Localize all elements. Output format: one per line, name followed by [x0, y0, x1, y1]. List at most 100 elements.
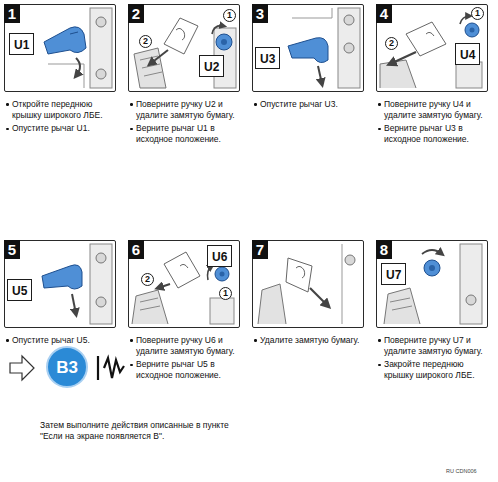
- step-number-box: 3: [252, 4, 268, 23]
- instruction-text: Верните рычаг U5 в исходное положение.: [136, 359, 221, 380]
- callout-text: 2: [389, 39, 394, 48]
- callout-number: 1: [219, 287, 232, 300]
- bullet-dot: [6, 128, 9, 131]
- bullet-dot: [130, 103, 133, 106]
- step-number: 5: [8, 242, 16, 257]
- instruction-text: Опустите рычаг U1.: [12, 123, 90, 133]
- step-number: 3: [256, 6, 264, 21]
- bullet-dot: [378, 103, 381, 106]
- bullet-dot: [6, 103, 9, 106]
- bullet-dot: [130, 364, 133, 367]
- lever-label: U6: [207, 245, 232, 267]
- badge-text: B3: [56, 359, 78, 376]
- instruction-text: Откройте переднюю крышку широкого ЛБЕ.: [12, 99, 103, 120]
- reference-badge: B3: [46, 346, 88, 388]
- bullet-dot: [378, 128, 381, 131]
- instruction-item: Опустите рычаг U1.: [5, 123, 119, 134]
- instruction-text: Поверните ручку U6 и удалите замятую бум…: [136, 335, 235, 356]
- bullet-dot: [254, 103, 257, 106]
- jam-icon: [98, 356, 124, 380]
- bullet-dot: [130, 128, 133, 131]
- step-caption: Поверните ручку U7 и удалите замятую бум…: [377, 335, 491, 384]
- step-panel: 4Поверните ручку U4 и удалите замятую бу…: [376, 4, 488, 92]
- lever-name: U4: [460, 48, 475, 62]
- lever-name: U7: [386, 268, 401, 282]
- follow-up-note: Затем выполните действия описанные в пун…: [40, 420, 240, 442]
- step-caption: Поверните ручку U2 и удалите замятую бум…: [129, 99, 243, 148]
- instruction-item: Опустите рычаг U3.: [253, 99, 367, 110]
- instruction-item: Откройте переднюю крышку широкого ЛБЕ.: [5, 99, 119, 120]
- step-panel: 2Поверните ручку U2 и удалите замятую бу…: [128, 4, 240, 92]
- bullet-dot: [254, 339, 257, 342]
- step-number: 1: [8, 6, 16, 21]
- callout-number: 1: [223, 9, 236, 22]
- lever-label: U7: [381, 263, 406, 285]
- instruction-item: Опустите рычаг U5.: [5, 335, 119, 346]
- instruction-text: Поверните ручку U2 и удалите замятую бум…: [136, 99, 235, 120]
- step-panel: 1Откройте переднюю крышку широкого ЛБЕ.О…: [4, 4, 116, 92]
- lever-label: U4: [455, 43, 480, 65]
- instruction-text: Поверните ручку U4 и удалите замятую бум…: [384, 99, 483, 120]
- instruction-text: Опустите рычаг U5.: [12, 335, 90, 345]
- instruction-text: Опустите рычаг U3.: [260, 99, 338, 109]
- lever-label: U1: [9, 33, 34, 55]
- step-number: 2: [132, 6, 140, 21]
- step-number-box: 6: [128, 240, 144, 259]
- step-panel: 8Поверните ручку U7 и удалите замятую бу…: [376, 240, 488, 328]
- instruction-text: Закройте переднюю крышку широкого ЛБЕ.: [384, 359, 475, 380]
- step-number-box: 7: [252, 240, 268, 259]
- instruction-item: Поверните ручку U2 и удалите замятую бум…: [129, 99, 243, 120]
- step-illustration: [44, 8, 112, 88]
- step-number-box: 4: [376, 4, 392, 23]
- step-caption: Удалите замятую бумагу.: [253, 335, 367, 349]
- callout-text: 1: [227, 11, 232, 20]
- instruction-text: Верните рычаг U1 в исходное положение.: [136, 123, 221, 144]
- callout-text: 2: [143, 37, 148, 46]
- instruction-text: Верните рычаг U3 в исходное положение.: [384, 123, 469, 144]
- instruction-item: Верните рычаг U1 в исходное положение.: [129, 123, 243, 144]
- step-panel: 3Опустите рычаг U3.U3: [252, 4, 364, 92]
- step-caption: Опустите рычаг U3.: [253, 99, 367, 113]
- callout-text: 1: [223, 289, 228, 298]
- step-number-box: 2: [128, 4, 144, 23]
- step-number: 4: [380, 6, 388, 21]
- lever-label: U5: [7, 279, 32, 301]
- callout-number: 1: [471, 7, 484, 20]
- step-panel: 7Удалите замятую бумагу.: [252, 240, 364, 328]
- bullet-dot: [130, 339, 133, 342]
- instruction-item: Удалите замятую бумагу.: [253, 335, 367, 346]
- step-number-box: 8: [376, 240, 392, 259]
- bullet-dot: [6, 339, 9, 342]
- lever-label: U2: [199, 55, 224, 77]
- callout-number: 2: [141, 273, 154, 286]
- instruction-item: Верните рычаг U3 в исходное положение.: [377, 123, 491, 144]
- step-number: 6: [132, 242, 140, 257]
- figure-code: RU CDN006: [446, 468, 494, 475]
- step-caption: Поверните ручку U6 и удалите замятую бум…: [129, 335, 243, 384]
- bullet-dot: [378, 339, 381, 342]
- instruction-item: Верните рычаг U5 в исходное положение.: [129, 359, 243, 380]
- step-illustration: [42, 244, 112, 324]
- instruction-text: Поверните ручку U7 и удалите замятую бум…: [384, 335, 483, 356]
- step-caption: Откройте переднюю крышку широкого ЛБЕ. Оп…: [5, 99, 119, 137]
- step-panel: 6Поверните ручку U6 и удалите замятую бу…: [128, 240, 240, 328]
- instruction-item: Поверните ручку U7 и удалите замятую бум…: [377, 335, 491, 356]
- step-number-box: 5: [4, 240, 20, 259]
- instruction-item: Закройте переднюю крышку широкого ЛБЕ.: [377, 359, 491, 380]
- callout-number: 2: [385, 37, 398, 50]
- instruction-item: Поверните ручку U6 и удалите замятую бум…: [129, 335, 243, 356]
- lever-name: U2: [204, 60, 219, 74]
- step-illustration: [380, 16, 482, 88]
- step-number: 7: [256, 242, 264, 257]
- step-number: 8: [380, 242, 388, 257]
- step-number-box: 1: [4, 4, 20, 23]
- pointer-arrow: [10, 356, 34, 380]
- instruction-item: Поверните ручку U4 и удалите замятую бум…: [377, 99, 491, 120]
- bullet-dot: [378, 364, 381, 367]
- step-illustration: [288, 8, 360, 88]
- instruction-text: Удалите замятую бумагу.: [260, 335, 359, 345]
- lever-name: U1: [14, 38, 29, 52]
- callout-text: 1: [475, 9, 480, 18]
